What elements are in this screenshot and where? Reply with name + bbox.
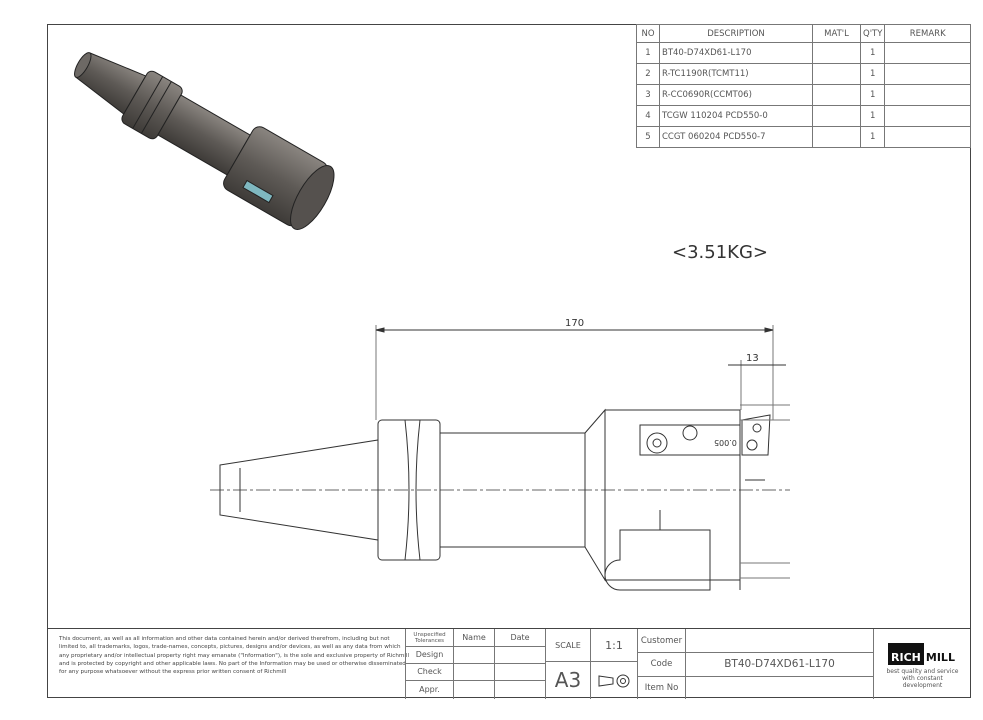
code-value: BT40-D74XD61-L170	[685, 652, 873, 676]
code-label: Code	[637, 652, 685, 676]
name-label: Name	[453, 629, 494, 646]
head	[604, 409, 741, 581]
disclaimer-text: This document, as well as all informatio…	[59, 636, 410, 676]
cell-qty: 1	[859, 126, 886, 148]
tolerance-note: 0.005	[714, 438, 737, 447]
projection-symbol-icon	[590, 661, 637, 699]
design-label: Design	[405, 646, 453, 663]
side-view-drawing	[210, 325, 790, 591]
cell-remark	[884, 126, 971, 148]
date-label: Date	[494, 629, 545, 646]
customer-value	[685, 629, 873, 652]
item-no-label: Item No	[637, 676, 685, 699]
isometric-tool-view	[74, 52, 335, 230]
scale-label: SCALE	[545, 629, 590, 661]
dimension-170: 170	[565, 318, 585, 329]
tolerances-label: Unspecified Tolerances	[405, 629, 453, 646]
drawing-frame	[47, 24, 971, 698]
logo-text-left: RICH	[888, 643, 924, 665]
logo-text-right: MILL	[925, 651, 955, 664]
title-block: This document, as well as all informatio…	[47, 628, 971, 699]
cell-description: CCGT 060204 PCD550-7	[659, 126, 813, 148]
customer-label: Customer	[637, 629, 685, 652]
richmill-logo: RICH MILL best quality and service with …	[873, 629, 971, 699]
dimension-13: 13	[746, 353, 759, 364]
weight-label: <3.51KG>	[672, 242, 768, 263]
item-no-value	[685, 676, 873, 699]
sheet-size: A3	[545, 661, 590, 699]
scale-value: 1:1	[590, 629, 637, 661]
check-label: Check	[405, 663, 453, 680]
appr-label: Appr.	[405, 680, 453, 699]
tagline: best quality and service with constant d…	[886, 668, 959, 689]
